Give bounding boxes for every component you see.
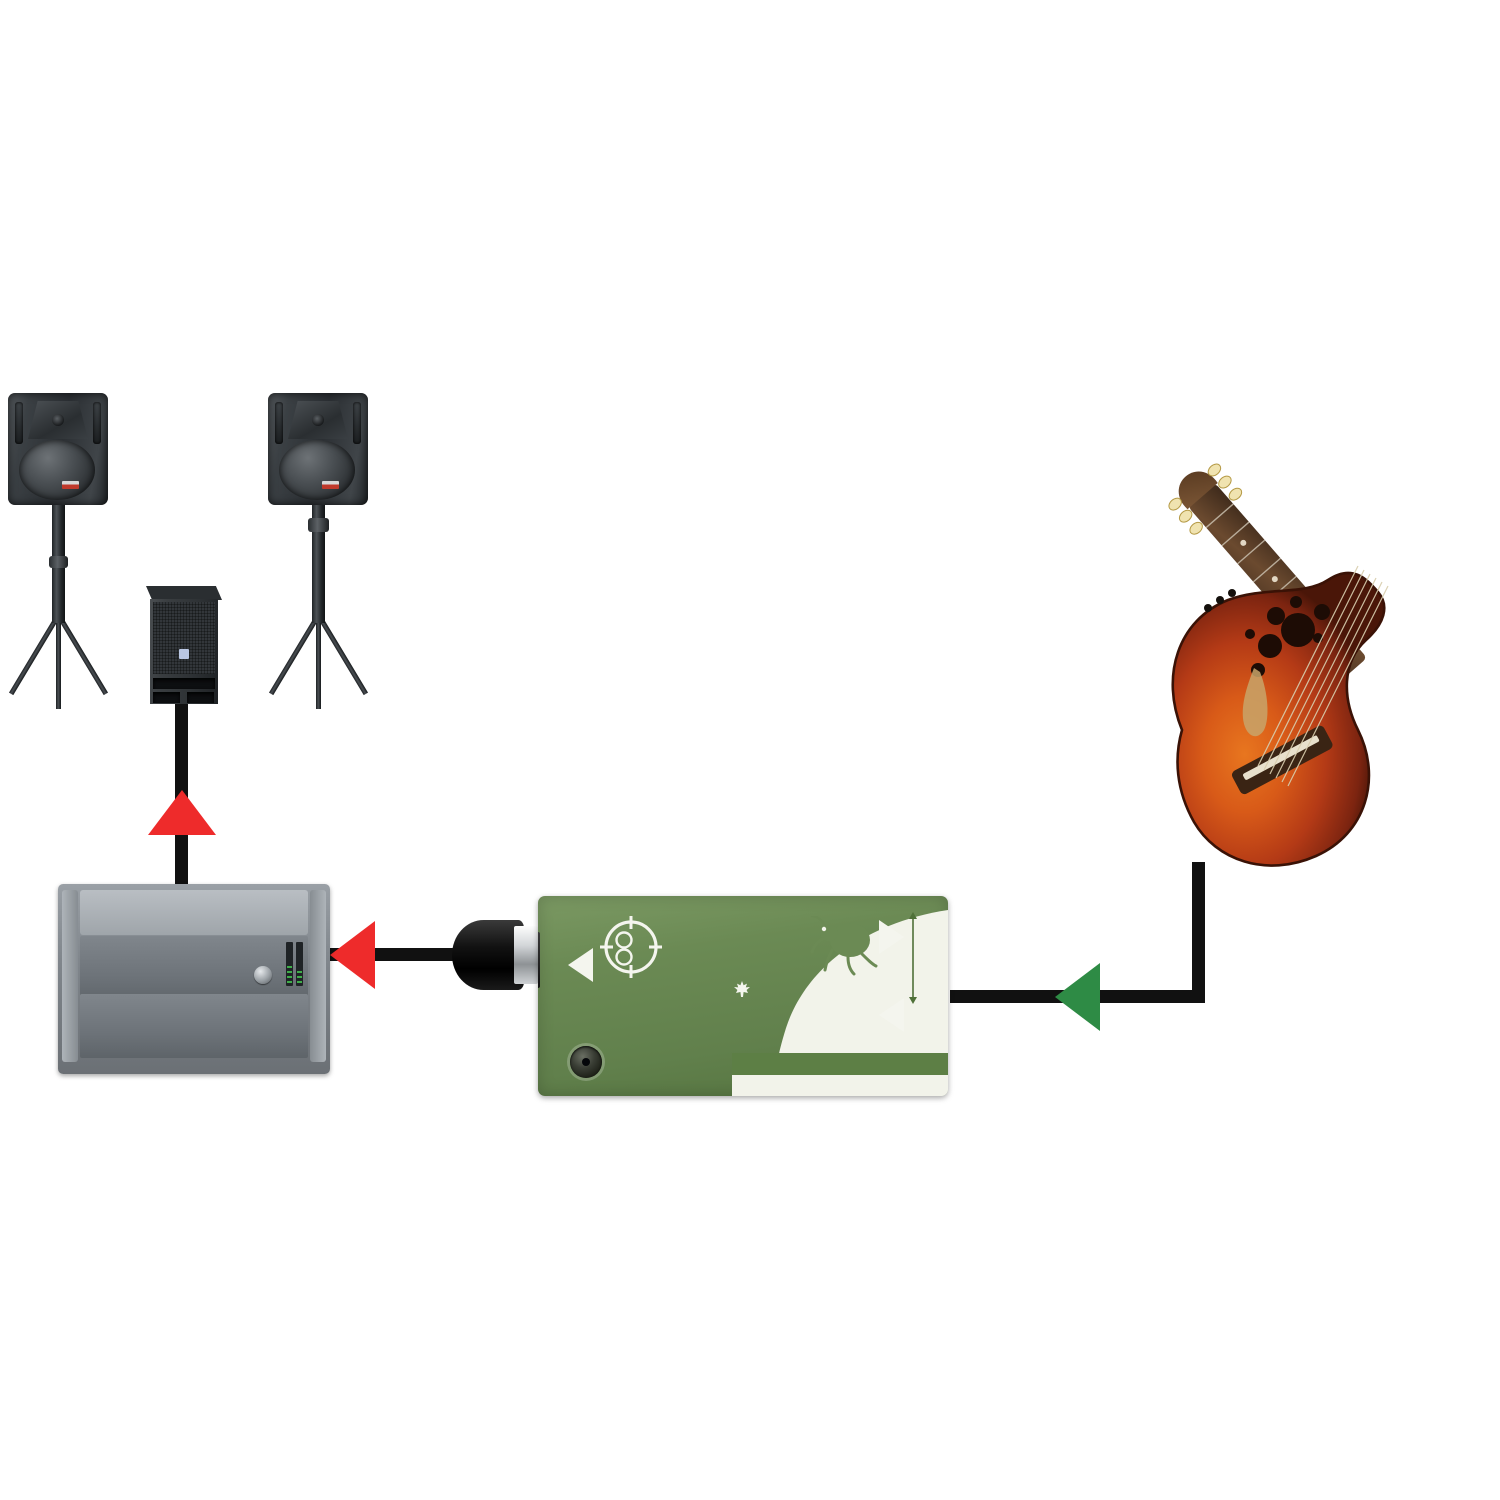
arrow-left-to-mixer — [330, 921, 375, 989]
subwoofer-cabinet — [150, 599, 218, 704]
arrow-up-to-subwoofer — [148, 790, 216, 835]
tweeter-core — [312, 414, 324, 426]
mixer-level-meter-left — [286, 942, 293, 986]
cable-guitar-vertical — [1192, 862, 1205, 990]
lift-switch[interactable] — [570, 1046, 602, 1078]
tripod-leg — [56, 613, 109, 696]
bass-port-upper — [153, 678, 215, 689]
tripod-leg — [56, 615, 61, 709]
tripod-leg — [268, 613, 321, 696]
merge-range-icon — [909, 912, 917, 1004]
bug-icon — [810, 916, 878, 976]
xlr-connector — [452, 916, 540, 994]
mixer-side-panel-left — [62, 890, 78, 1062]
side-vent-left — [275, 402, 283, 444]
xlr-collar — [514, 926, 538, 984]
mixer-connector-row — [80, 890, 308, 935]
maple-leaf-icon — [734, 981, 750, 997]
bass-port-lower-right — [187, 692, 214, 703]
preamp-controls — [1204, 589, 1236, 612]
speaker-cabinet — [8, 393, 108, 505]
bass-port-lower-left — [153, 692, 180, 703]
subwoofer — [146, 586, 222, 704]
side-vent-left — [15, 402, 23, 444]
mixer-fader-area — [80, 994, 308, 1058]
side-vent-right — [93, 402, 101, 444]
mixer-level-meter-right — [296, 942, 303, 986]
subwoofer-grille — [153, 602, 215, 674]
acoustic-electric-guitar — [1090, 430, 1500, 880]
tripod-leg — [316, 613, 369, 696]
swoosh-graphic — [774, 910, 948, 1096]
subwoofer-badge — [179, 649, 189, 659]
input-arrow-icon — [879, 998, 904, 1032]
pa-speaker-left — [8, 393, 109, 713]
tripod-leg — [316, 615, 321, 709]
speaker-cabinet — [268, 393, 368, 505]
tripod-leg — [8, 613, 61, 696]
guitar-strings — [1257, 565, 1389, 787]
stand-collar — [308, 518, 329, 532]
radial-logo-icon — [600, 916, 662, 978]
woofer-driver — [19, 440, 95, 500]
thru-arrow-icon — [879, 920, 904, 954]
guitar-body — [1171, 571, 1386, 867]
speaker-stand-pole — [312, 498, 325, 623]
speaker-badge — [62, 481, 79, 489]
speaker-badge — [322, 481, 339, 489]
output-arrow-icon — [568, 948, 593, 982]
stand-collar — [49, 556, 68, 568]
output-jack[interactable] — [538, 932, 540, 988]
di-model — [732, 1075, 948, 1096]
tweeter-core — [52, 414, 64, 426]
side-vent-right — [353, 402, 361, 444]
pa-speaker-right — [268, 393, 369, 713]
arrow-left-to-di-input — [1055, 963, 1100, 1031]
mixer-side-panel-right — [310, 890, 326, 1062]
di-tagline — [732, 1053, 948, 1075]
mixer-master-knob[interactable] — [254, 966, 272, 984]
woofer-driver — [279, 440, 355, 500]
xlr-barrel — [452, 920, 524, 990]
di-box[interactable] — [538, 896, 948, 1096]
subwoofer-top — [146, 586, 222, 600]
mixer[interactable] — [58, 884, 330, 1074]
